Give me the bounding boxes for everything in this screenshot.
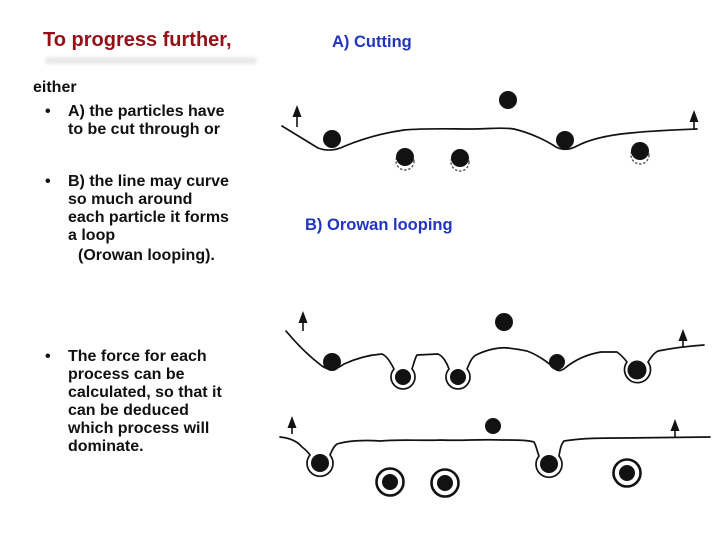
- bullet-text-a: A) the particles have to be cut through …: [68, 103, 225, 138]
- particle: [495, 313, 513, 331]
- stress-arrowhead-right: [678, 329, 688, 341]
- stress-arrowhead-left: [298, 311, 308, 323]
- orowan-loop-ring: [375, 467, 405, 497]
- particle: [323, 353, 341, 371]
- particle-ringed: [619, 465, 635, 481]
- orowan-looping-diagram-loops-left: [279, 416, 711, 498]
- particle-cut: [451, 149, 469, 167]
- slide-title: To progress further,: [43, 29, 232, 51]
- particle: [323, 130, 341, 148]
- orowan-looping-diagram-bowing: [285, 311, 705, 390]
- particle-cut: [396, 148, 414, 166]
- intro-text: either: [33, 79, 77, 96]
- cutting-diagram: [281, 91, 699, 172]
- particle-cut: [631, 142, 649, 160]
- orowan-note: (Orowan looping).: [78, 247, 215, 264]
- particle-looped: [311, 454, 329, 472]
- particle-ringed: [382, 474, 398, 490]
- bullet-marker: •: [45, 348, 51, 365]
- diagram-label-cutting: A) Cutting: [332, 33, 412, 51]
- bullet-text-c: The force for each process can be calcul…: [68, 348, 222, 455]
- stress-arrowhead-left: [292, 105, 302, 117]
- stress-arrowhead-left: [287, 416, 297, 428]
- dislocation-line: [281, 125, 698, 151]
- particle: [549, 354, 565, 370]
- bullet-marker: •: [45, 103, 51, 120]
- particle: [485, 418, 501, 434]
- particle-looped: [627, 360, 647, 380]
- stress-arrowhead-right: [670, 419, 680, 431]
- bullet-item-c: • The force for each process can be calc…: [45, 348, 295, 456]
- particle-ringed: [437, 475, 453, 491]
- stress-arrowhead-right: [689, 110, 699, 122]
- particle: [556, 131, 574, 149]
- particle-looped: [395, 369, 411, 385]
- dislocation-line: [279, 436, 711, 479]
- diagram-label-orowan: B) Orowan looping: [305, 216, 453, 234]
- dislocation-line: [285, 330, 705, 390]
- title-underline-shadow: [45, 57, 257, 64]
- particle-looped: [450, 369, 466, 385]
- bullet-item-a: • A) the particles have to be cut throug…: [45, 103, 295, 139]
- orowan-loop-ring: [612, 458, 642, 488]
- bullet-marker: •: [45, 173, 51, 190]
- bullet-text-b: B) the line may curve so much around eac…: [68, 173, 229, 244]
- bullet-item-b: • B) the line may curve so much around e…: [45, 173, 295, 245]
- particle: [499, 91, 517, 109]
- particle-looped: [540, 455, 558, 473]
- orowan-loop-ring: [430, 468, 460, 498]
